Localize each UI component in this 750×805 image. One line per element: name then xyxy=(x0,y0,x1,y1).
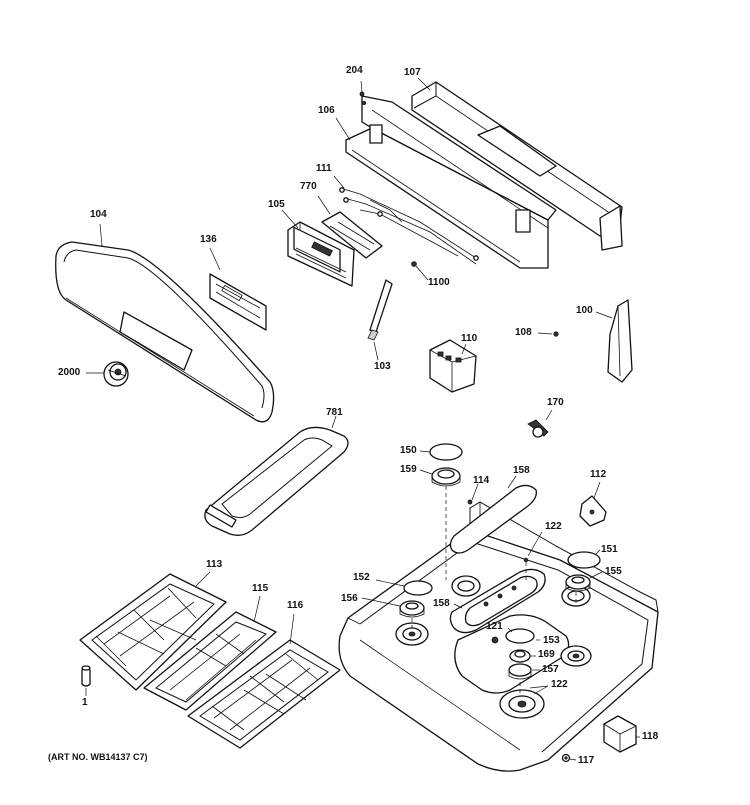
part-1-foot xyxy=(81,665,91,687)
label-116: 116 xyxy=(287,600,304,611)
label-204: 204 xyxy=(346,65,363,76)
label-158-lower: 158 xyxy=(433,598,450,609)
label-159: 159 xyxy=(400,464,417,475)
label-106: 106 xyxy=(318,105,335,116)
part-108-clip xyxy=(553,331,559,337)
label-156: 156 xyxy=(341,593,358,604)
part-118-bracket xyxy=(603,715,637,753)
label-770: 770 xyxy=(300,181,317,192)
label-114: 114 xyxy=(473,475,490,486)
part-115-grate xyxy=(143,611,277,711)
cooktop-burner-center-front xyxy=(499,689,545,719)
part-105-control xyxy=(287,221,355,287)
part-112-bracket xyxy=(579,495,607,527)
cooktop-burner-left-rear xyxy=(451,575,481,597)
label-107: 107 xyxy=(404,67,421,78)
label-1: 1 xyxy=(82,697,88,708)
label-151: 151 xyxy=(601,544,618,555)
part-170-screw xyxy=(527,419,549,438)
part-116-grate xyxy=(187,639,341,749)
part-781-griddle xyxy=(204,426,349,536)
part-110-terminal xyxy=(429,339,477,393)
part-106-backsplash xyxy=(345,95,557,269)
label-150: 150 xyxy=(400,445,417,456)
part-107-cover xyxy=(411,81,623,251)
cooktop-oval-burner xyxy=(464,575,538,627)
label-155: 155 xyxy=(605,566,622,577)
part-2000-knob xyxy=(103,361,129,387)
label-115: 115 xyxy=(252,583,269,594)
label-157: 157 xyxy=(542,664,559,675)
label-158-upper: 158 xyxy=(513,465,530,476)
label-153: 153 xyxy=(543,635,560,646)
label-118: 118 xyxy=(642,731,659,742)
cooktop-hole xyxy=(491,636,499,644)
label-152: 152 xyxy=(353,572,370,583)
part-159-head xyxy=(431,467,461,487)
label-170: 170 xyxy=(547,397,564,408)
cooktop-burner-left-front xyxy=(395,622,429,646)
part-150-cap xyxy=(429,443,463,461)
part-156-head xyxy=(399,600,425,618)
label-113: 113 xyxy=(206,559,223,570)
part-152-cap xyxy=(403,580,433,596)
part-103-bracket xyxy=(367,279,393,341)
part-136-overlay xyxy=(209,273,267,331)
label-104: 104 xyxy=(90,209,107,220)
label-110: 110 xyxy=(461,333,478,344)
label-122-upper: 122 xyxy=(545,521,562,532)
label-1100: 1100 xyxy=(428,277,450,288)
cooktop-burner-right-front xyxy=(560,645,592,667)
art-number: (ART NO. WB14137 C7) xyxy=(48,752,148,762)
part-122-screw-upper xyxy=(523,557,529,563)
part-104-control-panel xyxy=(55,241,275,423)
part-113-grate xyxy=(79,573,227,691)
label-103: 103 xyxy=(374,361,391,372)
label-169: 169 xyxy=(538,649,555,660)
label-122-lower: 122 xyxy=(551,679,568,690)
label-117: 117 xyxy=(578,755,595,766)
label-111: 111 xyxy=(316,163,332,174)
part-155-head xyxy=(565,574,591,592)
part-117-screw xyxy=(561,753,571,763)
label-112: 112 xyxy=(590,469,607,480)
part-153-cap xyxy=(505,628,535,644)
label-108: 108 xyxy=(515,327,532,338)
part-100-end-cap xyxy=(607,299,633,383)
label-105: 105 xyxy=(268,199,285,210)
part-157-head xyxy=(508,663,532,680)
label-2000: 2000 xyxy=(58,367,81,378)
label-136: 136 xyxy=(200,234,217,245)
label-100: 100 xyxy=(576,305,593,316)
part-111-wire-harness xyxy=(339,187,479,265)
part-1100-screw xyxy=(411,261,429,281)
label-781: 781 xyxy=(326,407,343,418)
label-121: 121 xyxy=(486,621,503,632)
part-770-board xyxy=(321,211,383,259)
part-158-burner-cover xyxy=(449,484,537,554)
part-151-cap xyxy=(567,551,601,569)
part-114-screw xyxy=(467,499,473,505)
part-169-head xyxy=(509,649,531,663)
